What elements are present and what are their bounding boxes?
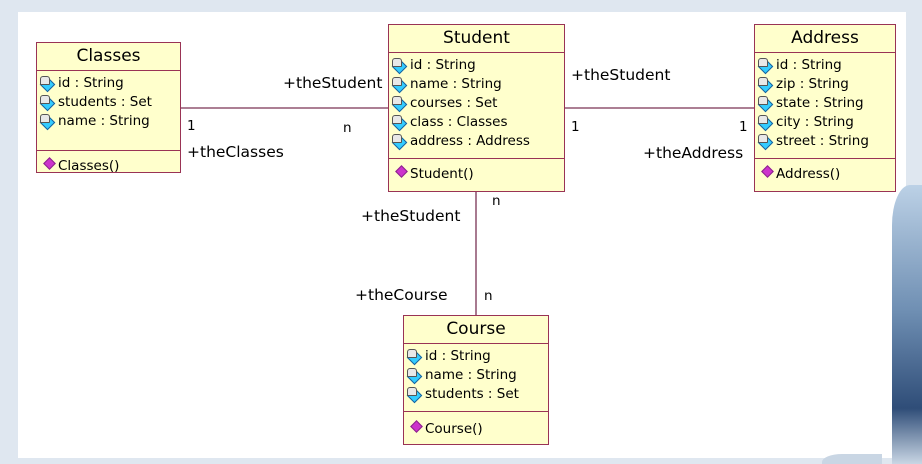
attribute-row[interactable]: state : String: [757, 94, 891, 113]
attribute-text: street : String: [776, 133, 869, 149]
attribute-row[interactable]: name : String: [406, 366, 544, 385]
attribute-text: name : String: [410, 76, 502, 92]
attribute-text: zip : String: [776, 76, 849, 92]
private-attribute-icon: [757, 96, 775, 113]
operation-icon: [761, 165, 774, 178]
attribute-text: name : String: [58, 113, 150, 129]
role-label-theclasses: +theClasses: [187, 143, 284, 161]
attribute-row[interactable]: name : String: [391, 75, 560, 94]
private-attribute-icon: [406, 387, 424, 404]
operations-compartment: Course(): [404, 412, 548, 443]
operations-compartment: Student(): [389, 159, 564, 188]
operation-icon: [395, 165, 408, 178]
operation-text: Course(): [425, 421, 483, 437]
attribute-row[interactable]: city : String: [757, 113, 891, 132]
private-attribute-icon: [39, 95, 57, 112]
multiplicity-course: n: [484, 288, 493, 304]
role-label-thestudent-course: +theStudent: [361, 207, 461, 225]
attributes-compartment: id : String name : String courses : Set …: [389, 53, 564, 159]
attribute-text: class : Classes: [410, 114, 508, 130]
attribute-row[interactable]: id : String: [39, 74, 176, 93]
attribute-row[interactable]: students : Set: [406, 385, 544, 404]
multiplicity-classes: 1: [187, 118, 196, 134]
private-attribute-icon: [757, 58, 775, 75]
class-name: Student: [389, 25, 564, 53]
attribute-text: address : Address: [410, 133, 530, 149]
private-attribute-icon: [757, 115, 775, 132]
class-name: Course: [404, 316, 548, 344]
private-attribute-icon: [391, 115, 409, 132]
attribute-text: id : String: [58, 75, 124, 91]
class-course[interactable]: Course id : String name : String student…: [403, 315, 549, 445]
attribute-row[interactable]: id : String: [406, 347, 544, 366]
attributes-compartment: id : String name : String students : Set: [404, 344, 548, 412]
private-attribute-icon: [39, 76, 57, 93]
class-student[interactable]: Student id : String name : String course…: [388, 24, 565, 192]
private-attribute-icon: [406, 349, 424, 366]
multiplicity-student-classes: n: [343, 120, 352, 136]
operation-icon: [43, 157, 56, 170]
operation-row[interactable]: Course(): [410, 420, 544, 439]
private-attribute-icon: [757, 77, 775, 94]
operation-text: Student(): [410, 166, 474, 182]
attribute-text: students : Set: [58, 94, 152, 110]
operation-row[interactable]: Classes(): [43, 157, 176, 176]
attribute-text: city : String: [776, 114, 854, 130]
role-label-thestudent-address: +theStudent: [571, 66, 671, 84]
class-classes[interactable]: Classes id : String students : Set name …: [36, 42, 181, 174]
class-name: Classes: [37, 43, 180, 71]
operations-compartment: Address(): [755, 159, 895, 188]
private-attribute-icon: [391, 96, 409, 113]
attribute-text: id : String: [410, 57, 476, 73]
private-attribute-icon: [391, 134, 409, 151]
decorative-background-art: [892, 185, 922, 464]
attribute-row[interactable]: address : Address: [391, 132, 560, 151]
private-attribute-icon: [406, 368, 424, 385]
attribute-row[interactable]: zip : String: [757, 75, 891, 94]
multiplicity-student-address: 1: [571, 119, 580, 135]
private-attribute-icon: [39, 114, 57, 131]
private-attribute-icon: [391, 77, 409, 94]
role-label-theaddress: +theAddress: [643, 144, 744, 162]
role-label-thestudent-classes: +theStudent: [283, 74, 383, 92]
attribute-row[interactable]: courses : Set: [391, 94, 560, 113]
attribute-row[interactable]: street : String: [757, 132, 891, 151]
attribute-text: state : String: [776, 95, 864, 111]
operation-icon: [410, 420, 423, 433]
attributes-compartment: id : String students : Set name : String: [37, 71, 180, 151]
role-label-thecourse: +theCourse: [355, 286, 448, 304]
class-address[interactable]: Address id : String zip : String state :…: [754, 24, 896, 192]
multiplicity-address: 1: [739, 119, 748, 135]
attribute-text: name : String: [425, 367, 517, 383]
class-name: Address: [755, 25, 895, 53]
attributes-compartment: id : String zip : String state : String …: [755, 53, 895, 159]
decorative-background-art-bottom: [822, 454, 882, 464]
private-attribute-icon: [757, 134, 775, 151]
attribute-row[interactable]: id : String: [391, 56, 560, 75]
multiplicity-student-course: n: [492, 193, 501, 209]
attribute-row[interactable]: students : Set: [39, 93, 176, 112]
attribute-text: courses : Set: [410, 95, 498, 111]
operation-row[interactable]: Address(): [761, 165, 891, 184]
attribute-text: id : String: [425, 348, 491, 364]
attribute-row[interactable]: name : String: [39, 112, 176, 131]
attribute-text: students : Set: [425, 386, 519, 402]
attribute-text: id : String: [776, 57, 842, 73]
private-attribute-icon: [391, 58, 409, 75]
operation-text: Classes(): [58, 158, 120, 174]
attribute-row[interactable]: id : String: [757, 56, 891, 75]
attribute-row[interactable]: class : Classes: [391, 113, 560, 132]
operations-compartment: Classes(): [37, 151, 180, 180]
operation-text: Address(): [776, 166, 841, 182]
operation-row[interactable]: Student(): [395, 165, 560, 184]
